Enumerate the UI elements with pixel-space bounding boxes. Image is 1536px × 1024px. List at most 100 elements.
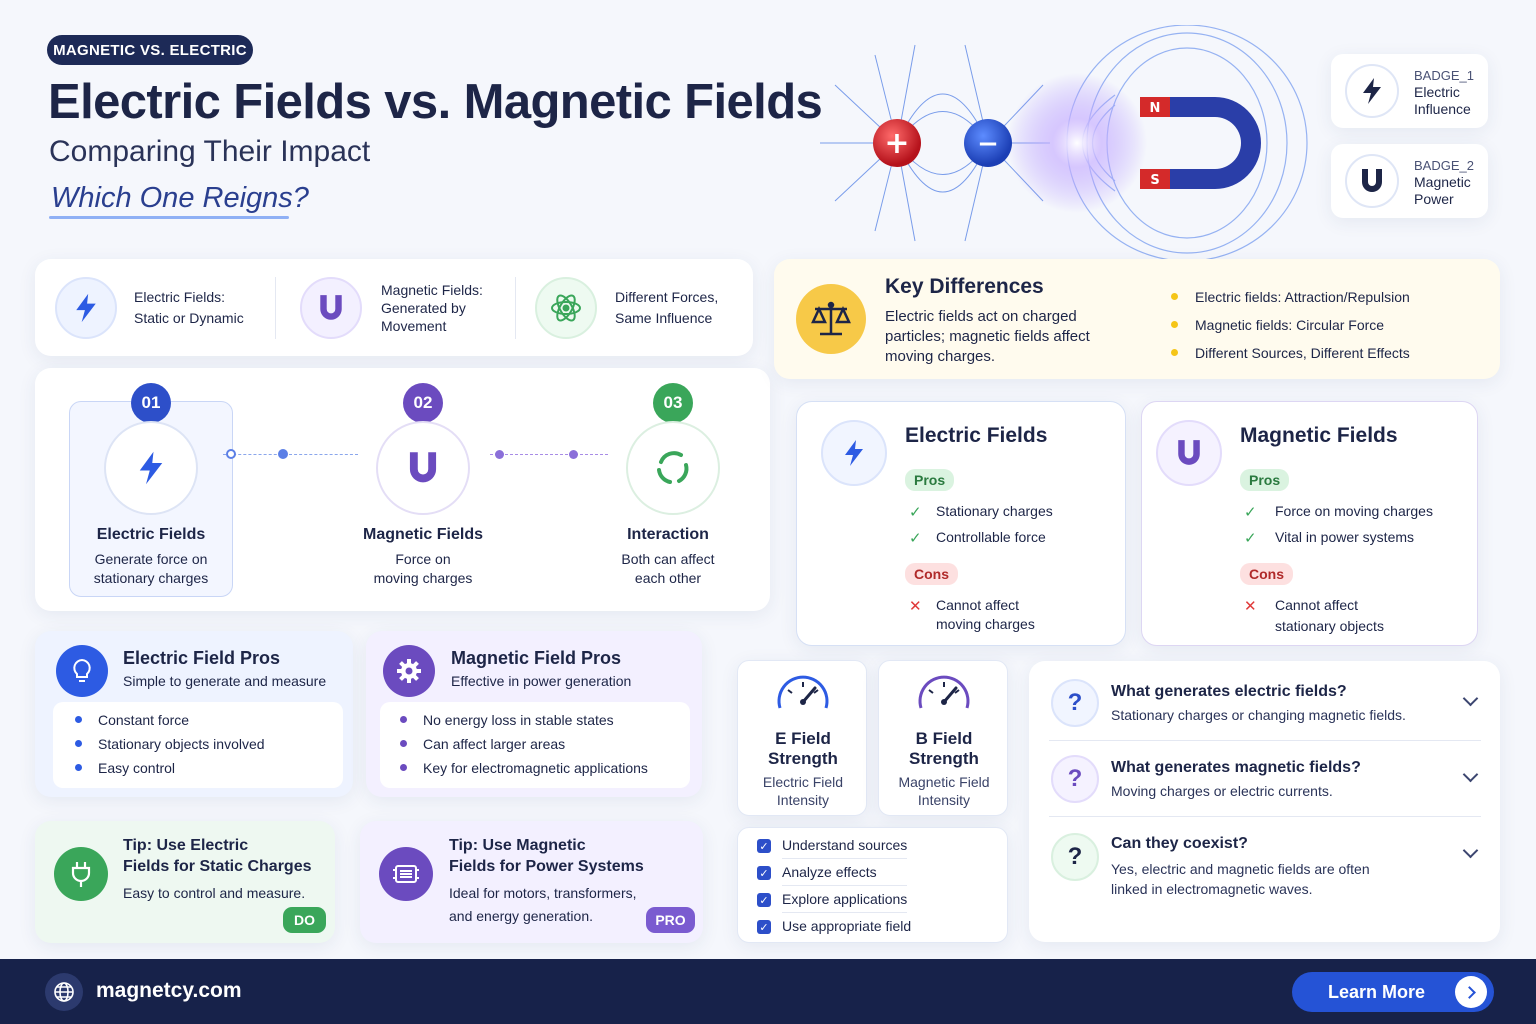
feature-text: Static or Dynamic <box>134 310 244 326</box>
section-title: Key Differences <box>885 275 1044 298</box>
section-desc: Electric fields act on charged <box>885 308 1077 325</box>
pro-item: Stationary charges <box>936 503 1053 519</box>
field-illustration: + − N S <box>820 25 1308 262</box>
pros-card-title: Magnetic Field Pros <box>451 648 622 668</box>
faq-question: Can they coexist? <box>1111 835 1248 852</box>
bullet-dot <box>75 716 82 723</box>
cross-icon: ✕ <box>1244 598 1257 615</box>
checkbox[interactable]: ✓ <box>757 893 771 907</box>
pros-item: Key for electromagnetic applications <box>423 760 648 776</box>
learn-more-label: Learn More <box>1328 982 1426 1002</box>
magnetic-pros-card: Magnetic Field Pros Effective in power g… <box>366 631 702 797</box>
steps-panel: 01 Electric Fields Generate force on sta… <box>35 368 770 611</box>
con-item: stationary objects <box>1275 618 1384 634</box>
pro-item: Controllable force <box>936 529 1046 545</box>
badge-id: BADGE_2 <box>1414 158 1474 173</box>
learn-more-button[interactable]: Learn More <box>1292 972 1494 1012</box>
gauge-title: Strength <box>768 749 838 768</box>
b-field-gauge-card: B Field Strength Magnetic Field Intensit… <box>878 660 1008 816</box>
connector-dot <box>569 450 578 459</box>
difference-item: Magnetic fields: Circular Force <box>1195 317 1385 333</box>
compare-title: Magnetic Fields <box>1240 424 1398 447</box>
feature-text: Electric Fields: <box>134 289 226 305</box>
question-icon: ? <box>1051 755 1099 803</box>
lightning-icon <box>55 277 117 339</box>
pros-item: Constant force <box>98 712 190 728</box>
faq-answer: linked in electromagnetic waves. <box>1111 881 1313 897</box>
divider <box>1049 816 1481 817</box>
tip-title: Fields for Power Systems <box>449 858 644 875</box>
checklist-item: Explore applications <box>782 891 908 907</box>
gauge-title: B Field <box>915 729 973 748</box>
footer-site-link[interactable]: magnetcy.com <box>96 979 242 1002</box>
pros-card-subtitle: Simple to generate and measure <box>123 673 327 689</box>
step-title: Interaction <box>627 526 709 543</box>
tip-desc: Easy to control and measure. <box>123 885 306 901</box>
difference-item: Electric fields: Attraction/Repulsion <box>1195 289 1410 305</box>
faq-answer: Moving charges or electric currents. <box>1111 783 1333 799</box>
checkbox[interactable]: ✓ <box>757 866 771 880</box>
question-underline <box>49 216 289 219</box>
divider <box>515 277 516 339</box>
divider <box>1049 740 1481 741</box>
gauge-subtitle: Electric Field <box>762 774 844 790</box>
question-icon: ? <box>1051 679 1099 727</box>
bullet-dot <box>400 740 407 747</box>
con-item: moving charges <box>936 616 1035 632</box>
magnet-icon <box>300 277 362 339</box>
con-item: Cannot affect <box>1275 597 1359 613</box>
connector-dot <box>226 449 236 459</box>
divider <box>782 912 907 913</box>
gear-icon <box>383 645 435 697</box>
key-differences-card: Key Differences Electric fields act on c… <box>774 259 1500 379</box>
pros-item: Can affect larger areas <box>423 736 566 752</box>
gauge-icon <box>777 675 829 709</box>
chevron-down-icon[interactable] <box>1462 766 1479 783</box>
faq-answer: Yes, electric and magnetic fields are of… <box>1111 861 1370 877</box>
step-desc: each other <box>634 570 702 586</box>
faq-card: ? What generates electric fields? Statio… <box>1029 661 1500 942</box>
faq-item[interactable]: ? What generates magnetic fields? Moving… <box>1049 747 1481 817</box>
globe-icon <box>45 973 83 1011</box>
step-number-badge: 01 <box>131 383 171 423</box>
checkbox[interactable]: ✓ <box>757 839 771 853</box>
bullet-dot <box>75 740 82 747</box>
checklist-item: Use appropriate field <box>782 918 912 934</box>
connector-line <box>490 454 608 455</box>
feature-strip: Electric Fields: Static or Dynamic Magne… <box>35 259 753 356</box>
chevron-down-icon[interactable] <box>1462 690 1479 707</box>
badge-id: BADGE_1 <box>1414 68 1474 83</box>
compare-magnetic-card: Magnetic Fields Pros ✓ Force on moving c… <box>1141 401 1478 646</box>
chevron-down-icon[interactable] <box>1462 842 1479 859</box>
tip-title: Tip: Use Electric <box>123 837 249 854</box>
faq-item[interactable]: ? What generates electric fields? Statio… <box>1049 671 1481 741</box>
pro-badge: PRO <box>646 907 695 933</box>
chevron-right-icon <box>1455 976 1487 1008</box>
magnet-icon <box>1345 154 1399 208</box>
pros-item: No energy loss in stable states <box>423 712 614 728</box>
step-number-badge: 02 <box>403 383 443 423</box>
north-pole-label: N <box>1150 101 1161 116</box>
checkbox[interactable]: ✓ <box>757 920 771 934</box>
do-badge: DO <box>283 907 326 933</box>
tip-electric-card: Tip: Use Electric Fields for Static Char… <box>35 821 335 943</box>
gauge-icon <box>918 675 970 709</box>
faq-item[interactable]: ? Can they coexist? Yes, electric and ma… <box>1049 825 1481 905</box>
badge-magnetic-power: BADGE_2 Magnetic Power <box>1331 144 1488 218</box>
step-desc: Force on <box>395 551 451 567</box>
category-badge: MAGNETIC VS. ELECTRIC <box>47 35 253 65</box>
page-title: Electric Fields vs. Magnetic Fields <box>48 75 823 129</box>
step-desc: stationary charges <box>93 570 209 586</box>
difference-item: Different Sources, Different Effects <box>1195 345 1410 361</box>
pros-tag: Pros <box>1240 469 1290 491</box>
badge-label: Power <box>1414 191 1454 207</box>
step-number-badge: 03 <box>653 383 693 423</box>
badge-label: Magnetic <box>1414 174 1471 190</box>
connector-dot <box>495 450 504 459</box>
pros-card-subtitle: Effective in power generation <box>451 673 632 689</box>
bullet-dot <box>1171 349 1178 356</box>
badge-electric-influence: BADGE_1 Electric Influence <box>1331 54 1488 128</box>
tip-desc: Ideal for motors, transformers, <box>449 885 637 901</box>
feature-text: Same Influence <box>615 310 713 326</box>
magnet-icon <box>376 421 470 515</box>
